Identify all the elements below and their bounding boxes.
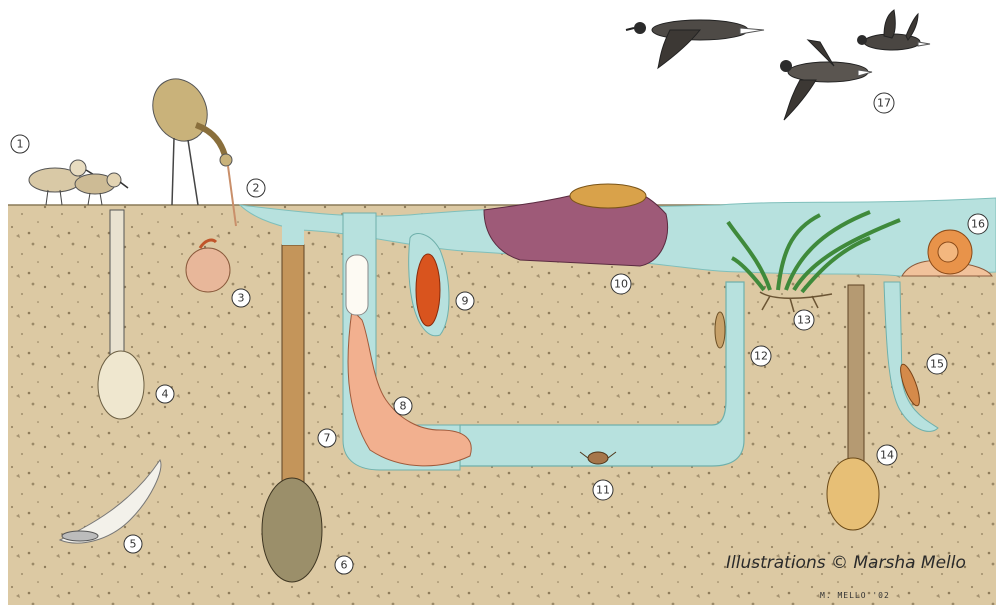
label-1-text: 1 (17, 138, 24, 151)
illustration-credit: Illustrations © Marsha Mello (726, 553, 992, 573)
label-1: 1 (11, 135, 29, 153)
label-10: 10 (611, 274, 631, 294)
godwit-bird (143, 70, 236, 226)
label-9: 9 (456, 292, 474, 310)
label-12-text: 12 (754, 350, 768, 363)
label-6-text: 6 (341, 559, 348, 572)
label-14: 14 (877, 445, 897, 465)
sandpiper-birds (29, 160, 128, 205)
label-15-text: 15 (930, 358, 944, 371)
label-14-text: 14 (880, 449, 894, 462)
label-9-text: 9 (462, 295, 469, 308)
label-5: 5 (124, 535, 142, 553)
moon-snail-10 (484, 184, 668, 266)
label-7: 7 (318, 429, 336, 447)
label-8: 8 (394, 397, 412, 415)
label-17: 17 (874, 93, 894, 113)
label-2-text: 2 (253, 182, 260, 195)
label-16-text: 16 (971, 218, 985, 231)
label-15: 15 (927, 354, 947, 374)
label-2: 2 (247, 179, 265, 197)
label-4: 4 (156, 385, 174, 403)
label-4-text: 4 (162, 388, 169, 401)
label-13-text: 13 (797, 314, 811, 327)
label-10-text: 10 (614, 278, 628, 291)
artist-signature: M. MELLO '02 (820, 591, 890, 600)
label-7-text: 7 (324, 432, 331, 445)
label-17-text: 17 (877, 97, 891, 110)
label-12: 12 (751, 346, 771, 366)
label-6: 6 (335, 556, 353, 574)
label-3: 3 (232, 289, 250, 307)
label-16: 16 (968, 214, 988, 234)
label-11: 11 (593, 480, 613, 500)
label-8-text: 8 (400, 400, 407, 413)
label-3-text: 3 (238, 292, 245, 305)
label-11-text: 11 (596, 484, 610, 497)
label-5-text: 5 (130, 538, 137, 551)
label-13: 13 (794, 310, 814, 330)
fish-12 (715, 312, 725, 348)
